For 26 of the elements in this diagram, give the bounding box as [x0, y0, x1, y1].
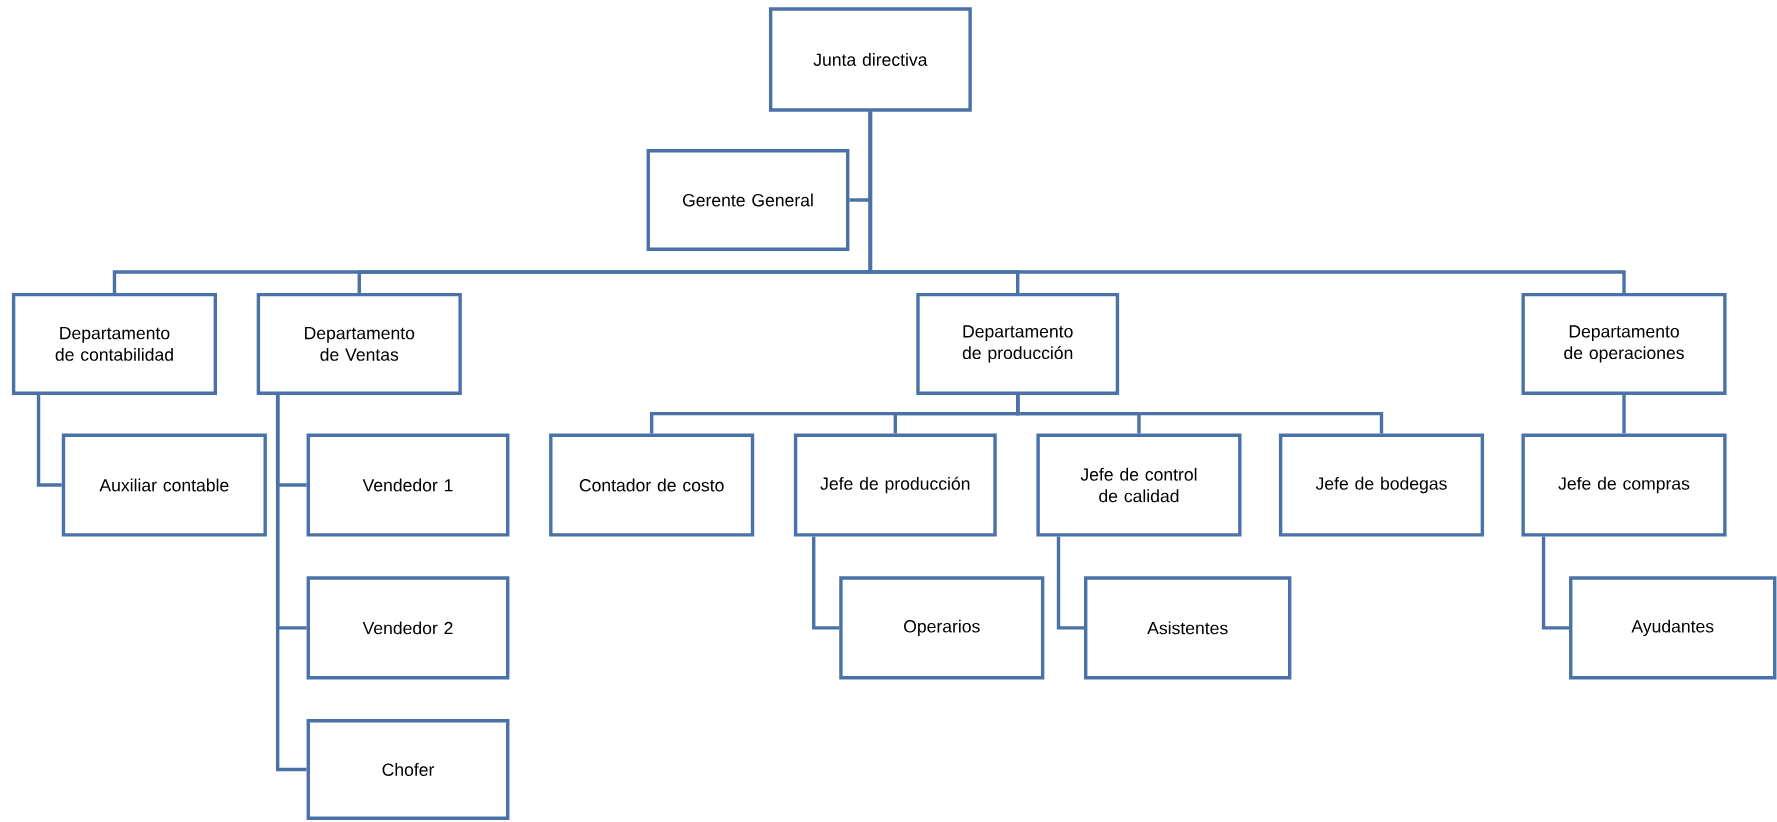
org-box: Jefe de producción — [793, 433, 997, 537]
org-box: Asistentes — [1084, 576, 1292, 680]
org-box: Jefe de bodegas — [1278, 433, 1485, 537]
connector-line — [1622, 395, 1626, 434]
org-box: Vendedor 2 — [306, 576, 510, 680]
connector-line — [36, 395, 62, 487]
org-box: Operarios — [839, 576, 1045, 680]
connector-line — [275, 395, 307, 772]
org-box: Ayudantes — [1569, 576, 1777, 680]
org-box: Departamento de operaciones — [1521, 293, 1727, 396]
connector-line — [1016, 395, 1384, 434]
org-box: Jefe de compras — [1521, 433, 1727, 537]
org-box: Vendedor 1 — [306, 433, 510, 537]
org-box: Jefe de control de calidad — [1036, 433, 1242, 537]
org-box: Gerente General — [646, 149, 850, 252]
org-box: Departamento de contabilidad — [11, 293, 218, 396]
org-box: Departamento de Ventas — [256, 293, 462, 396]
connector-line — [1541, 536, 1570, 630]
connector-line — [1056, 536, 1084, 630]
connector-line — [812, 536, 840, 630]
org-box: Departamento de producción — [916, 293, 1120, 396]
org-box: Auxiliar contable — [61, 433, 267, 537]
org-box: Chofer — [306, 719, 510, 821]
org-box: Junta directiva — [768, 7, 972, 112]
org-box: Contador de costo — [549, 433, 755, 537]
connector-line — [868, 111, 1626, 294]
